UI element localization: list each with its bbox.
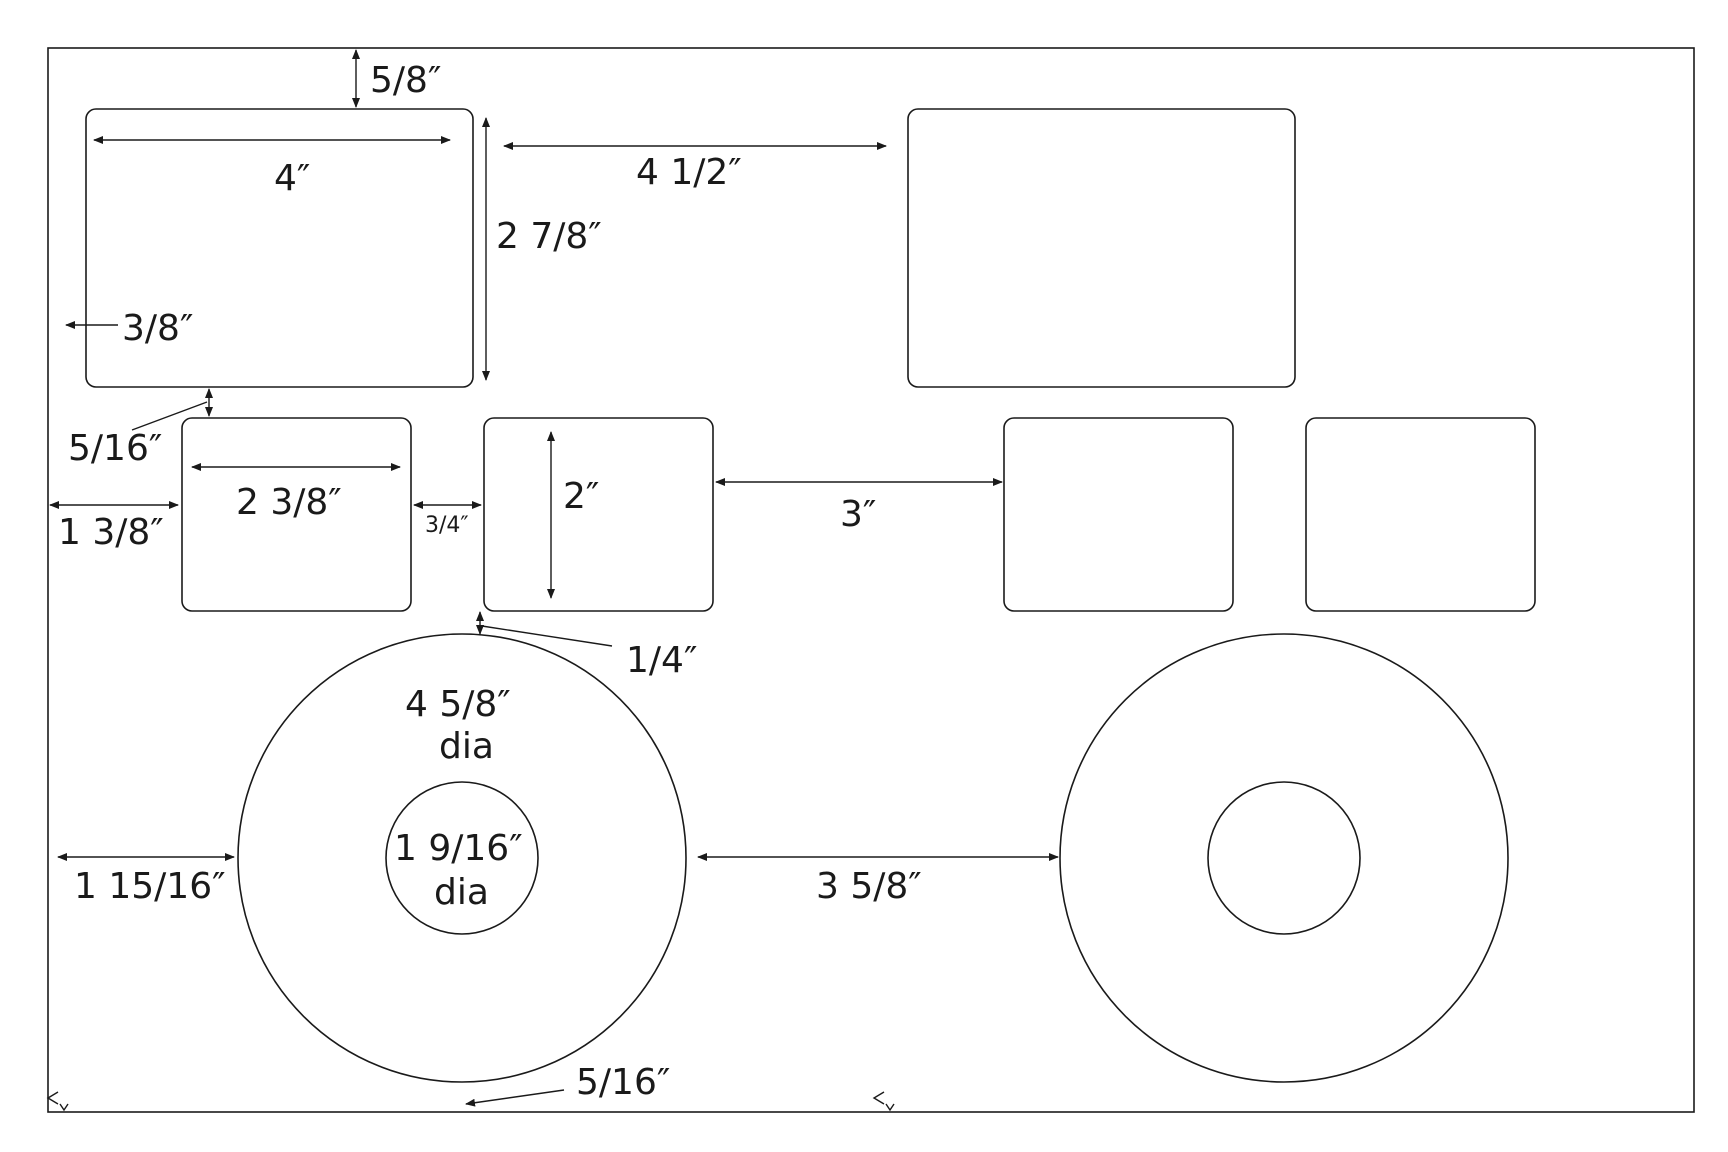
row-gap-top-leader [131,401,208,431]
cd-gap-label: 3 5/8″ [816,866,922,907]
small-group-gap-label: 3″ [840,494,876,535]
bottom-margin-label: 5/16″ [576,1062,670,1103]
large-label-2 [907,108,1296,388]
row-gap-bottom-label: 1/4″ [626,640,697,681]
small-width-label: 2 3/8″ [236,482,342,523]
sheet-frame [47,47,1695,1113]
cd-label-2-hub [1207,781,1361,935]
cd-inner-unit: dia [434,872,489,913]
small-label-1 [181,417,412,612]
corner-mark-left [46,1091,69,1112]
cd-left-margin-label: 1 15/16″ [74,866,226,907]
small-left-margin-label: 1 3/8″ [58,512,164,553]
large-gap-label: 4 1/2″ [636,152,742,193]
cd-label-1-hub [385,781,539,935]
large-height-label: 2 7/8″ [496,216,602,257]
small-label-2 [483,417,714,612]
row-gap-bottom-leader [481,625,613,647]
small-height-label: 2″ [563,476,599,517]
small-gap-label: 3/4″ [425,513,469,538]
cd-outer-label: 4 5/8″ [405,684,511,725]
cd-outer-unit: dia [439,726,494,767]
large-label-1 [85,108,474,388]
cd-label-2-outer [1059,633,1509,1083]
corner-mark-center [872,1091,895,1112]
small-label-3 [1003,417,1234,612]
cd-inner-label: 1 9/16″ [394,828,523,869]
large-width-label: 4″ [274,158,310,199]
top-margin-label: 5/8″ [370,60,441,101]
left-margin-label: 3/8″ [122,308,193,349]
bottom-margin-leader [465,1089,565,1107]
small-label-4 [1305,417,1536,612]
row-gap-top-label: 5/16″ [68,428,162,469]
cd-label-1-outer [237,633,687,1083]
